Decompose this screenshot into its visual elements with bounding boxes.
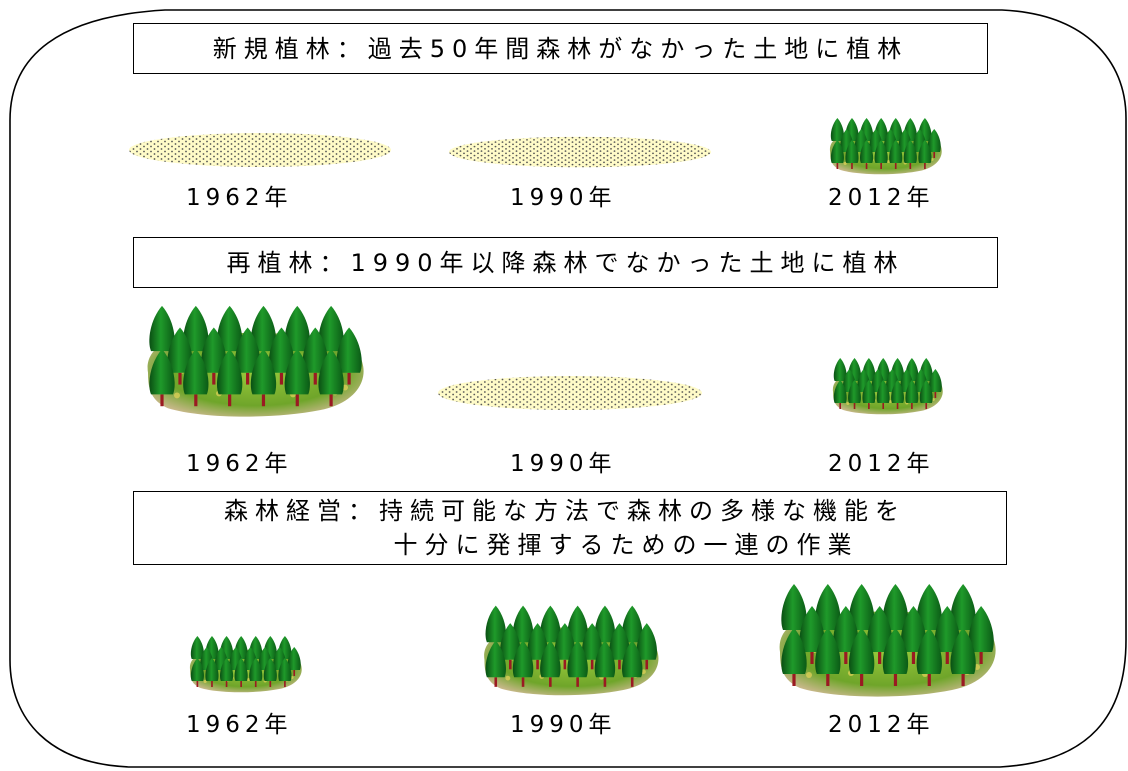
section-afforestation-label-box: 新規植林：過去50年間森林がなかった土地に植林 bbox=[133, 23, 988, 74]
year-label: 2012年 bbox=[828, 185, 935, 211]
bare-land-icon bbox=[437, 373, 703, 413]
year-label: 1990年 bbox=[510, 185, 617, 211]
section-forest-management-label-box: 森林経営：持続可能な方法で森林の多様な機能を 十分に発揮するための一連の作業 bbox=[133, 491, 1007, 565]
year-label: 2012年 bbox=[828, 712, 935, 738]
bare-land-icon bbox=[448, 134, 712, 170]
bare-land-icon bbox=[128, 130, 392, 170]
young-forest-icon bbox=[829, 352, 945, 416]
mature-forest-icon bbox=[772, 572, 1000, 700]
section-afforestation-label: 新規植林：過去50年間森林がなかった土地に植林 bbox=[212, 34, 909, 63]
year-label: 1962年 bbox=[186, 185, 293, 211]
young-forest-icon bbox=[826, 112, 944, 176]
section-reforestation-label-box: 再植林：1990年以降森林でなかった土地に植林 bbox=[133, 237, 998, 288]
section-forest-management-label-line2: 十分に発揮するための一連の作業 bbox=[393, 531, 859, 559]
year-label: 1962年 bbox=[186, 712, 293, 738]
mature-forest-icon bbox=[140, 294, 368, 420]
medium-forest-icon bbox=[478, 596, 662, 698]
section-reforestation-label: 再植林：1990年以降森林でなかった土地に植林 bbox=[226, 248, 905, 277]
young-forest-icon bbox=[186, 630, 304, 694]
year-label: 2012年 bbox=[828, 451, 935, 477]
year-label: 1990年 bbox=[510, 712, 617, 738]
section-forest-management-label-line1: 森林経営：持続可能な方法で森林の多様な機能を bbox=[224, 497, 906, 525]
year-label: 1962年 bbox=[186, 451, 293, 477]
year-label: 1990年 bbox=[510, 451, 617, 477]
